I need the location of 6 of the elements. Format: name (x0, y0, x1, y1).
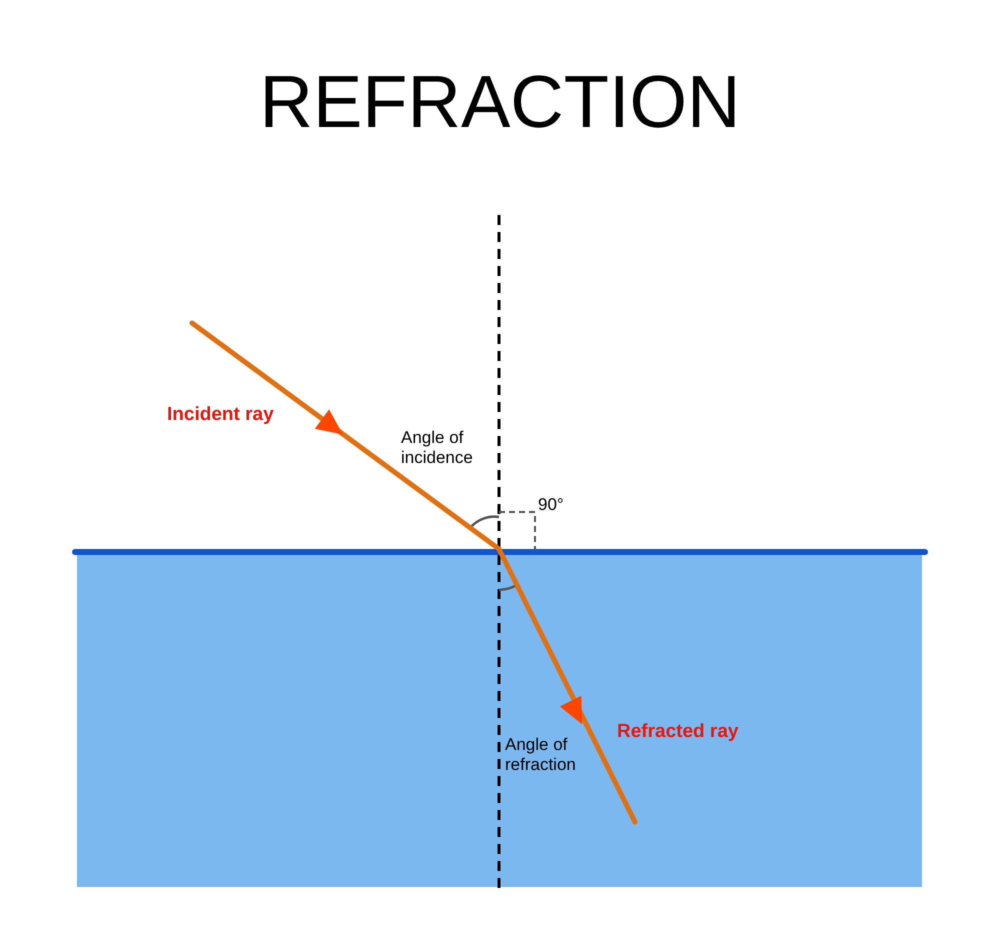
angle-label: Angle of refraction (505, 735, 577, 776)
ray-label: Incident ray (167, 404, 275, 427)
ray-label: Refracted ray (617, 721, 740, 744)
angle-label: 90° (538, 495, 565, 516)
title: REFRACTION (258, 59, 742, 145)
angle-label: Angle of incidence (401, 428, 474, 469)
